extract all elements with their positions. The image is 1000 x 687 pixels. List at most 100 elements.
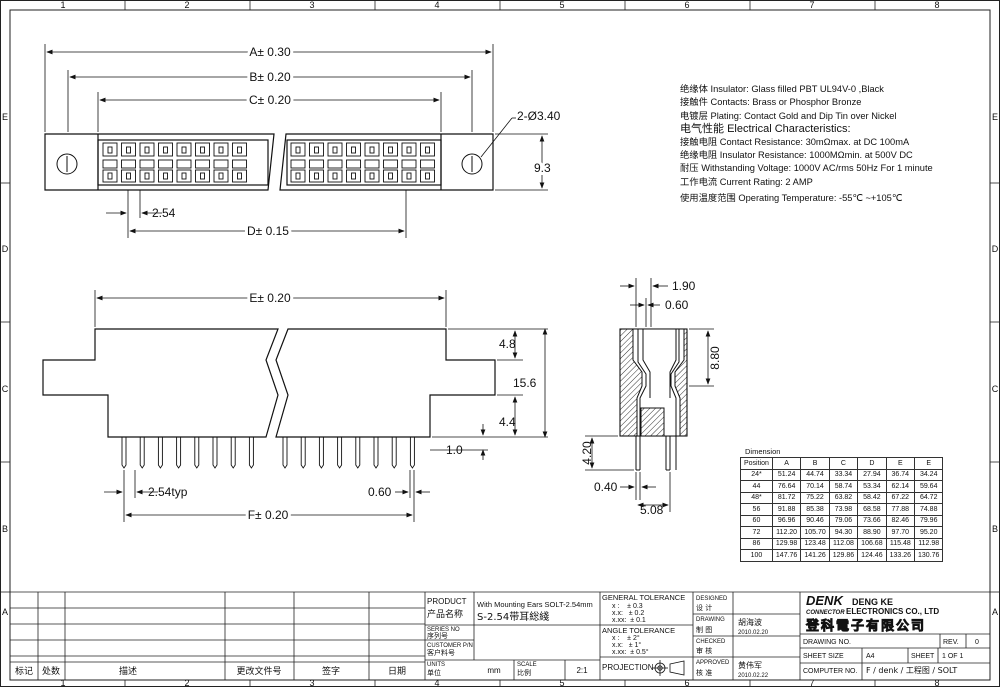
mounting-hole-left: [56, 153, 78, 175]
projection-label: PROJECTION: [602, 663, 654, 672]
contact-cell: [327, 159, 343, 169]
rev-label: REV.: [943, 639, 959, 646]
contact-slot: [218, 172, 224, 180]
contact-slot: [107, 172, 113, 180]
dim-f: F± 0.20: [248, 508, 289, 522]
contact-cell: [102, 142, 118, 157]
contact-cell: [290, 159, 306, 169]
grid-row-label: D: [2, 244, 9, 254]
contact-slot: [351, 146, 356, 154]
title-block-text: 标记 处数 描述 更改文件号 签字 日期 PRODUCT 产品名称 With M…: [15, 593, 979, 679]
dimension-table-cell: 44: [740, 480, 773, 493]
contact-slot: [200, 172, 205, 180]
contact-cell: [158, 142, 173, 157]
drawing-label-cn: 制 图: [696, 625, 712, 634]
pin: [337, 437, 343, 469]
contact-cell: [383, 169, 398, 183]
contact-slot: [425, 172, 430, 180]
pin: [248, 437, 254, 469]
dim-0-40: 0.40: [594, 480, 618, 494]
sheet-value: 1 OF 1: [942, 653, 964, 660]
ang-x: x : ± 2°: [612, 634, 640, 642]
contact-slot: [314, 146, 319, 154]
contact-cell: [309, 142, 324, 157]
spec-electrical-heading: 电气性能 Electrical Characteristics:: [680, 122, 851, 136]
dimension-table-cell: 129.86: [828, 549, 859, 562]
top-view: A± 0.30 B± 0.20 C± 0.20 2-Ø3.40 9.3 2.54…: [44, 42, 561, 241]
dimension-table-cell: 95.20: [914, 526, 944, 539]
contact-cell: [232, 159, 247, 169]
pin: [282, 437, 288, 469]
dimension-table-cell: 147.76: [771, 549, 802, 562]
contact-cell: [232, 142, 247, 157]
contact-cell: [290, 142, 306, 157]
grid-row-label: A: [992, 607, 998, 617]
pin: [121, 437, 127, 469]
product-label-cn: 产品名称: [427, 608, 463, 620]
dimension-table-cell: 64.72: [914, 491, 944, 504]
dimension-table-cell: 112.08: [828, 537, 859, 550]
contact-slot: [107, 146, 113, 154]
units-value: mm: [487, 666, 501, 675]
dim-1-0: 1.0: [446, 443, 463, 457]
company-logo-sub: CONNECTOR: [806, 610, 845, 616]
dimension-table-cell: 112.20: [771, 526, 802, 539]
company-name-cn: 登科電子有限公司: [805, 618, 926, 634]
dimension-table-cell: 48*: [740, 491, 773, 504]
spec-operating-temperature: 使用温度范围 Operating Temperature: -55℃ ~+105…: [680, 193, 903, 205]
dimension-table-cell: 124.46: [857, 549, 887, 562]
sheet-size-value: A4: [866, 653, 875, 660]
grid-col-label: 5: [559, 678, 564, 687]
dimension-table-cell: 81.72: [771, 491, 802, 504]
computer-no-value: F / denk / 工程图 / SOLT: [866, 666, 957, 675]
title-block: [10, 591, 990, 680]
contact-slot: [144, 146, 150, 154]
grid-col-label: 7: [809, 0, 814, 10]
dimension-table-cell: 24*: [740, 468, 773, 481]
dimension-table-cell: 76.64: [771, 480, 802, 493]
ang-xx: x.x: ± 1°: [612, 641, 641, 649]
grid-col-label: 1: [60, 0, 65, 10]
dimension-table-cell: 56: [740, 503, 773, 516]
contact-slot: [295, 172, 301, 180]
dimension-table-header-cell: E: [914, 457, 944, 470]
contact-slot: [200, 146, 205, 154]
series-label-cn: 序列号: [427, 631, 448, 640]
contact-cell: [139, 169, 155, 183]
dim-0-60: 0.60: [368, 485, 392, 499]
dim-4-4: 4.4: [499, 415, 516, 429]
side-dims: [585, 278, 714, 512]
contact-slot: [181, 146, 187, 154]
designed-label-cn: 设 计: [696, 603, 712, 612]
grid-col-label: 1: [60, 678, 65, 687]
side-view: 1.90 0.60 8.80 4.20 0.40 5.08: [580, 278, 722, 517]
dim-4-8: 4.8: [499, 337, 516, 351]
drawing-label: DRAWING: [696, 617, 725, 623]
dim-c: C± 0.20: [249, 93, 291, 107]
dimension-table-cell: 67.22: [885, 491, 916, 504]
dimension-table-cell: 100: [740, 549, 773, 562]
dimension-table-header-cell: A: [771, 457, 802, 470]
contact-cell: [327, 142, 343, 157]
contact-cell: [139, 159, 155, 169]
contact-cell: [401, 159, 417, 169]
grid-col-label: 8: [934, 0, 939, 10]
dimension-table-cell: 60: [740, 514, 773, 527]
contact-cell: [176, 159, 192, 169]
ang-xxx: x.xx: ± 0.5°: [612, 648, 649, 656]
contact-slot: [181, 172, 187, 180]
dimension-table-cell: 58.74: [828, 480, 859, 493]
dimension-table-cell: 82.46: [885, 514, 916, 527]
contact-slot: [237, 172, 242, 180]
dim-a: A± 0.30: [249, 45, 291, 59]
top-view-outline: [44, 133, 494, 191]
dimension-table-cell: 88.90: [857, 526, 887, 539]
contact-cell: [213, 142, 229, 157]
dimension-table-header-cell: E: [885, 457, 916, 470]
pin: [194, 437, 200, 469]
